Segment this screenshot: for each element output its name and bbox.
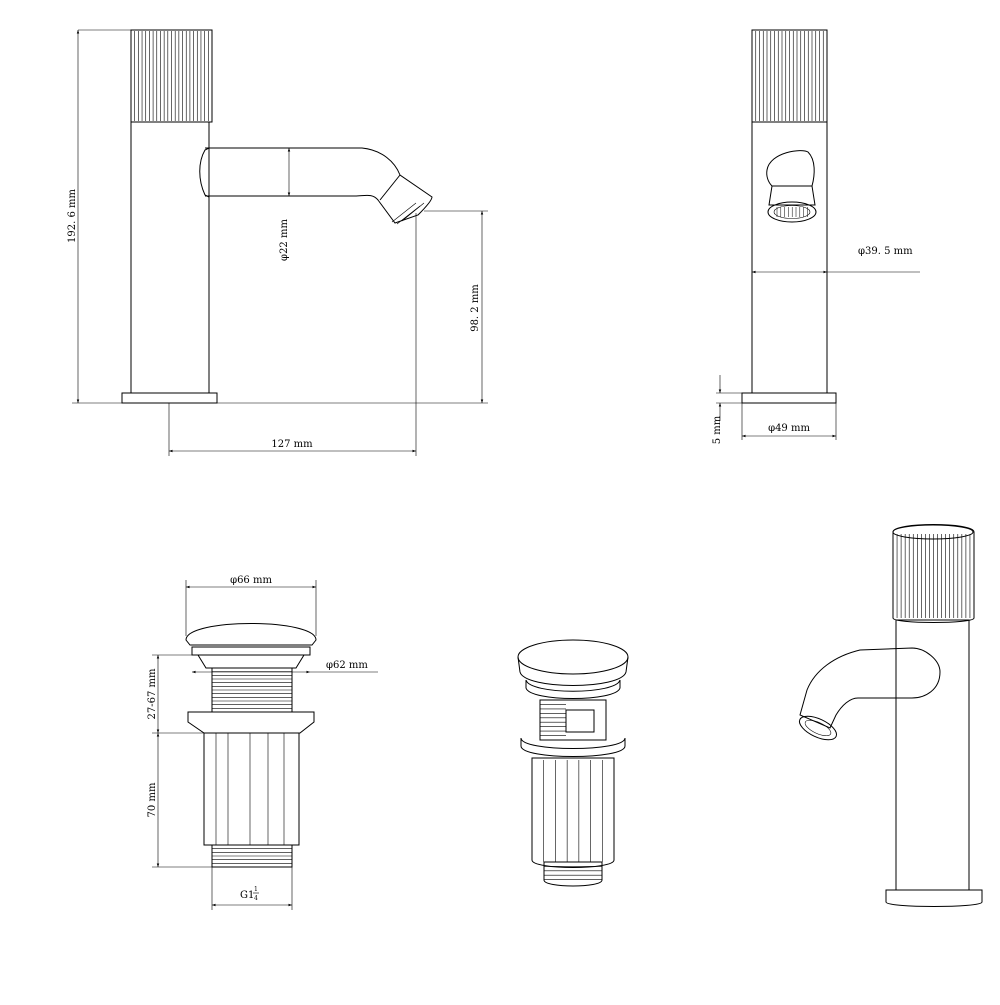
base-diameter-label: φ49 mm <box>768 423 810 434</box>
iso-aerator-ring <box>798 715 838 741</box>
iso-faucet-base <box>885 889 983 907</box>
side-handle-knurling <box>134 31 209 121</box>
front-aerator-ring <box>767 201 817 223</box>
spout-collar <box>199 147 210 198</box>
pipe-diameter-label: φ22 mm <box>279 219 290 261</box>
front-spout-elbow <box>766 150 815 187</box>
thread-fraction-num: 1 <box>254 886 258 893</box>
iso-thread <box>539 699 607 741</box>
reach-label: 127 mm <box>271 439 313 450</box>
body-diameter-label: φ39. 5 mm <box>858 246 913 257</box>
spout-body <box>205 147 433 224</box>
cap-diameter-label: φ66 mm <box>230 575 272 586</box>
iso-cap-top <box>517 639 629 675</box>
aerator-mesh <box>391 202 425 225</box>
iso-faucet-body <box>895 619 970 891</box>
waste-lock-nut <box>187 711 315 734</box>
iso-lock-nut <box>520 737 626 757</box>
iso-slot <box>565 709 595 733</box>
iso-lower-thread <box>543 861 603 887</box>
waste-isometric-view <box>517 639 629 887</box>
side-body <box>130 121 210 394</box>
front-handle-knurling <box>755 31 824 121</box>
body-length-label: 70 mm <box>147 782 158 817</box>
faucet-front-view: φ39. 5 mm 5 mm φ49 mm <box>712 29 920 444</box>
front-base <box>741 392 837 404</box>
thread-fraction-den: 4 <box>254 895 258 902</box>
base-thickness-label: 5 mm <box>712 415 723 444</box>
total-height-label: 192. 6 mm <box>67 189 78 243</box>
front-aerator-mesh <box>773 205 811 219</box>
front-body <box>751 121 828 394</box>
side-base <box>121 392 218 404</box>
iso-body <box>531 757 615 868</box>
waste-body <box>203 732 300 846</box>
waste-flange-cone <box>197 654 305 669</box>
faucet-side-view: 192. 6 mm φ22 mm 98. 2 mm 127 mm <box>67 29 488 456</box>
front-spout-neck <box>768 185 816 206</box>
iso-faucet-spout <box>799 647 941 729</box>
faucet-isometric-view <box>798 524 983 907</box>
iso-cap-side <box>517 656 629 686</box>
waste-flange <box>191 646 311 656</box>
waste-section-view: φ66 mm φ62 mm 27-67 mm 70 mm G1 1 4 <box>147 575 378 910</box>
iso-flange <box>525 679 621 699</box>
waste-cap <box>185 623 317 646</box>
thread-label: G1 <box>240 890 254 901</box>
iso-aerator-mesh <box>804 719 832 737</box>
iso-handle-top <box>892 524 974 540</box>
clamp-range-label: 27-67 mm <box>147 668 158 719</box>
flange-diameter-label: φ62 mm <box>326 660 368 671</box>
spout-height-label: 98. 2 mm <box>470 284 481 332</box>
